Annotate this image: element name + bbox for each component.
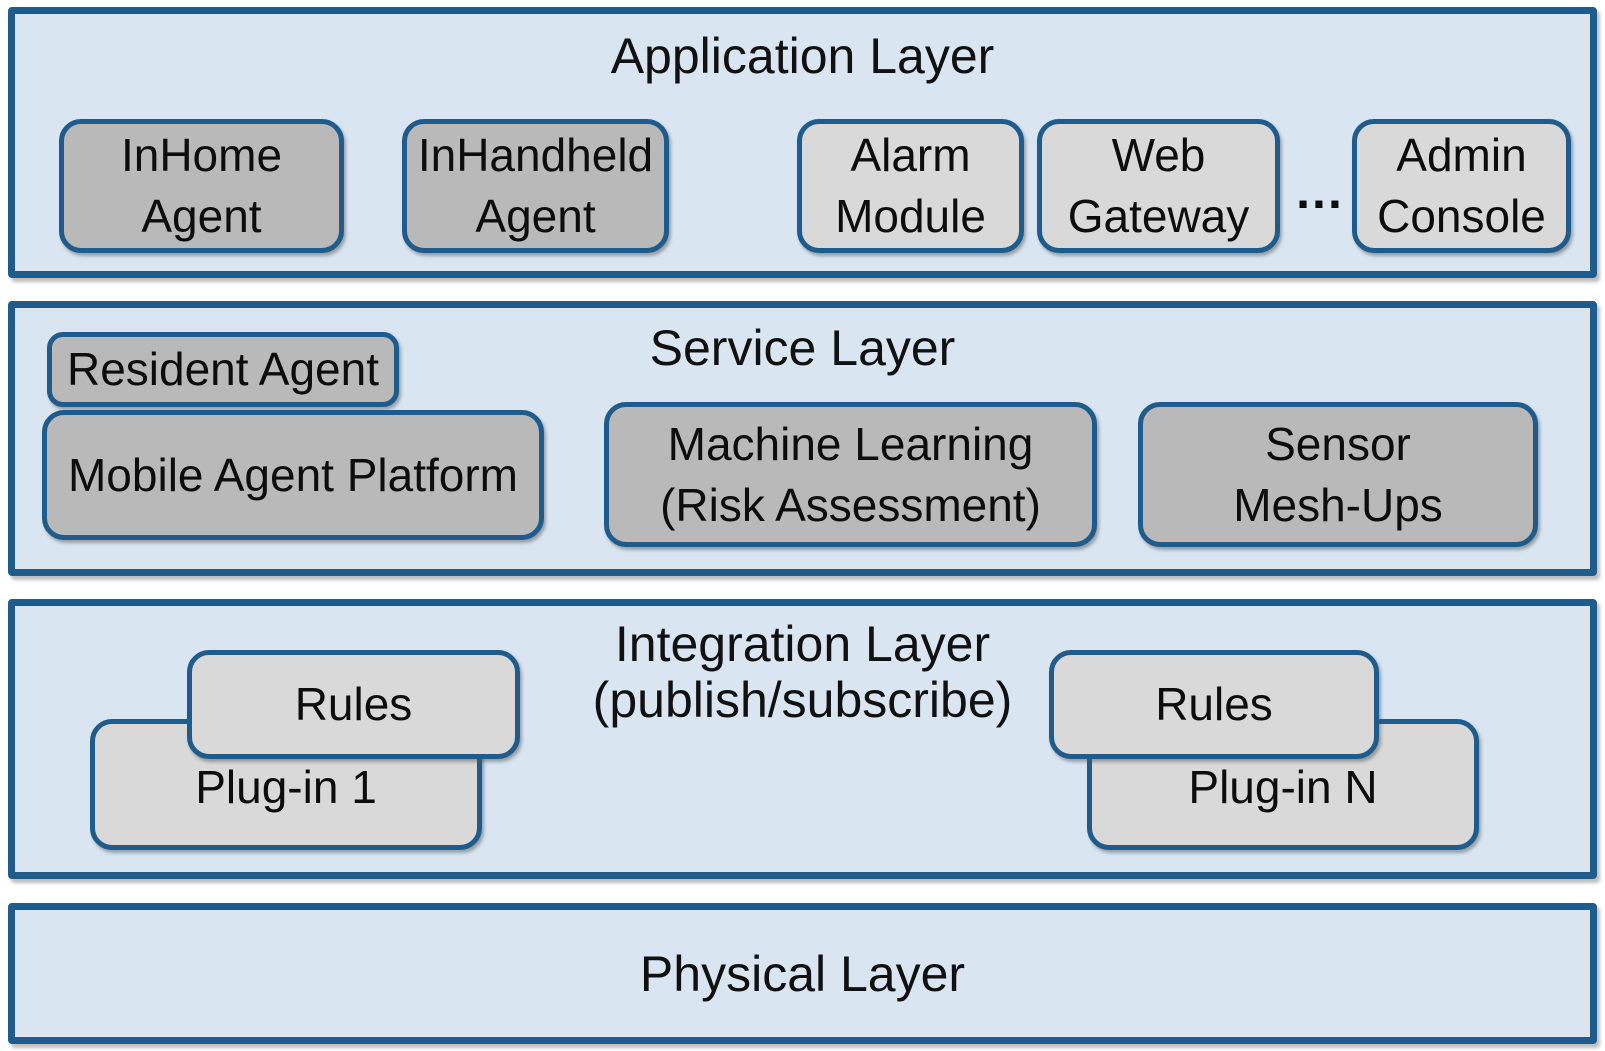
- rules-1-box: Rules: [187, 650, 520, 759]
- rules-n-label: Rules: [1155, 678, 1273, 731]
- service-layer: Service Layer Resident Agent Mobile Agen…: [8, 301, 1597, 576]
- plugin-n-label: Plug-in N: [1188, 761, 1378, 814]
- ellipsis-more-modules: ...: [1296, 163, 1344, 219]
- rules-1-label: Rules: [294, 678, 413, 731]
- rules-n-box: Rules: [1049, 650, 1379, 759]
- web-gateway-label: Web Gateway: [1067, 129, 1250, 242]
- mobile-agent-platform-label: Mobile Agent Platform: [67, 448, 518, 501]
- admin-console-label: Admin Console: [1377, 129, 1546, 242]
- integration-layer: Integration Layer (publish/subscribe) Ru…: [8, 599, 1597, 879]
- inhandheld-agent-box: InHandheld Agent: [402, 119, 669, 253]
- physical-layer-title: Physical Layer: [639, 945, 966, 1002]
- sensor-meshups-label: Sensor Mesh-Ups: [1233, 417, 1443, 531]
- web-gateway-box: Web Gateway: [1037, 119, 1280, 253]
- inhome-agent-label: InHome Agent: [120, 129, 283, 242]
- inhandheld-agent-label: InHandheld Agent: [417, 129, 654, 242]
- integration-layer-title: Integration Layer (publish/subscribe): [592, 616, 1013, 728]
- application-layer: Application Layer InHome Agent InHandhel…: [8, 7, 1597, 278]
- physical-layer: Physical Layer: [8, 903, 1597, 1044]
- machine-learning-box: Machine Learning (Risk Assessment): [604, 402, 1097, 547]
- service-layer-title: Service Layer: [649, 320, 956, 376]
- inhome-agent-box: InHome Agent: [59, 119, 344, 253]
- admin-console-box: Admin Console: [1352, 119, 1571, 253]
- alarm-module-label: Alarm Module: [835, 129, 986, 242]
- sensor-meshups-box: Sensor Mesh-Ups: [1138, 402, 1538, 547]
- machine-learning-label: Machine Learning (Risk Assessment): [660, 417, 1041, 531]
- plugin-1-label: Plug-in 1: [195, 761, 377, 814]
- application-layer-title: Application Layer: [610, 28, 995, 84]
- resident-agent-label: Resident Agent: [66, 343, 379, 396]
- resident-agent-box: Resident Agent: [47, 332, 399, 407]
- alarm-module-box: Alarm Module: [797, 119, 1024, 253]
- mobile-agent-platform-box: Mobile Agent Platform: [42, 410, 544, 540]
